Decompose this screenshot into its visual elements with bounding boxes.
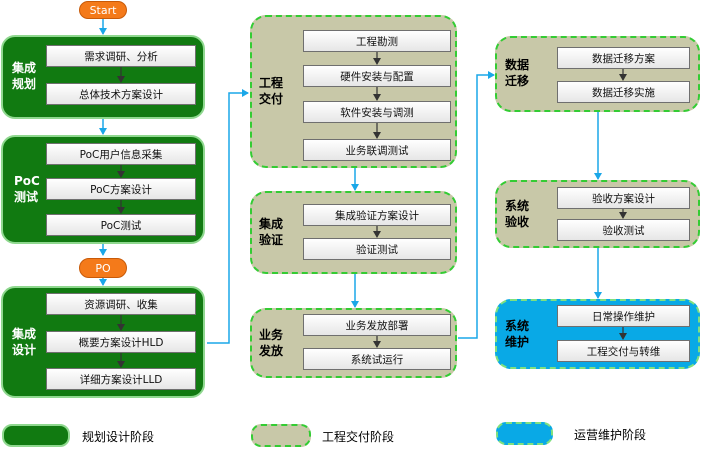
step-verify-plan-label: 集成验证方案设计 xyxy=(335,209,419,222)
step-site-survey-label: 工程勘测 xyxy=(356,35,398,48)
step-requirements-analysis-label: 需求调研、分析 xyxy=(84,50,158,63)
step-poc-test-label: PoC测试 xyxy=(100,219,142,232)
step-migration-exec: 数据迁移实施 xyxy=(557,81,690,103)
step-poc-design-label: PoC方案设计 xyxy=(90,183,152,196)
step-poc-user-info: PoC用户信息采集 xyxy=(46,143,196,165)
legend-label-delivery: 工程交付阶段 xyxy=(322,430,395,444)
step-handover: 工程交付与转维 xyxy=(557,340,690,362)
legend-label-planning: 规划设计阶段 xyxy=(82,430,155,444)
step-acceptance-plan: 验收方案设计 xyxy=(557,187,690,209)
step-resource-research-label: 资源调研、收集 xyxy=(84,298,158,311)
step-daily-ops-label: 日常操作维护 xyxy=(592,310,655,323)
step-trial-run-label: 系统试运行 xyxy=(350,353,404,366)
step-verify-plan: 集成验证方案设计 xyxy=(303,204,451,226)
po-node: PO xyxy=(79,258,127,278)
step-hardware-install: 硬件安装与配置 xyxy=(303,65,451,87)
step-software-install-label: 软件安装与调测 xyxy=(340,106,414,119)
step-hardware-install-label: 硬件安装与配置 xyxy=(340,70,414,83)
step-migration-plan-label: 数据迁移方案 xyxy=(592,52,655,65)
step-poc-user-info-label: PoC用户信息采集 xyxy=(79,148,163,161)
step-service-deploy: 业务发放部署 xyxy=(303,314,451,336)
start-node: Start xyxy=(79,1,127,19)
step-acceptance-plan-label: 验收方案设计 xyxy=(592,192,655,205)
step-requirements-analysis: 需求调研、分析 xyxy=(46,45,196,67)
step-verify-test-label: 验证测试 xyxy=(356,243,398,256)
step-lld-design-label: 详细方案设计LLD xyxy=(79,373,163,386)
step-migration-exec-label: 数据迁移实施 xyxy=(592,86,655,99)
step-lld-design: 详细方案设计LLD xyxy=(46,368,196,390)
step-joint-testing: 业务联调测试 xyxy=(303,139,451,161)
step-poc-test: PoC测试 xyxy=(46,214,196,236)
step-poc-design: PoC方案设计 xyxy=(46,178,196,200)
step-daily-ops: 日常操作维护 xyxy=(557,305,690,327)
phase-planning-label: 集成 规划 xyxy=(12,61,37,91)
phase-release-label: 业务 发放 xyxy=(259,328,284,358)
legend-swatch-delivery xyxy=(251,424,311,447)
phase-verify-label: 集成 验证 xyxy=(259,217,284,247)
step-hld-design-label: 概要方案设计HLD xyxy=(78,336,164,349)
legend-swatch-planning xyxy=(2,424,70,447)
step-acceptance-test: 验收测试 xyxy=(557,219,690,241)
step-service-deploy-label: 业务发放部署 xyxy=(345,319,409,332)
legend-swatch-operations xyxy=(496,422,553,445)
phase-delivery-label: 工程 交付 xyxy=(259,76,284,106)
phase-poc-label: PoC 测试 xyxy=(14,174,40,204)
phase-acceptance-label: 系统 验收 xyxy=(505,199,530,229)
step-joint-testing-label: 业务联调测试 xyxy=(345,144,409,157)
step-hld-design: 概要方案设计HLD xyxy=(46,331,196,353)
step-trial-run: 系统试运行 xyxy=(303,348,451,370)
legend-label-operations: 运营维护阶段 xyxy=(574,428,647,442)
step-overall-solution-design: 总体技术方案设计 xyxy=(46,83,196,105)
phase-maintenance-label: 系统 维护 xyxy=(505,319,530,349)
step-handover-label: 工程交付与转维 xyxy=(586,345,661,358)
connector-release-migration xyxy=(458,71,495,339)
step-resource-research: 资源调研、收集 xyxy=(46,293,196,315)
step-overall-solution-design-label: 总体技术方案设计 xyxy=(79,88,163,101)
phase-design-label: 集成 设计 xyxy=(12,327,37,357)
step-software-install: 软件安装与调测 xyxy=(303,101,451,123)
po-label: PO xyxy=(95,261,111,275)
step-site-survey: 工程勘测 xyxy=(303,30,451,52)
phase-migration-label: 数据 迁移 xyxy=(505,58,530,88)
step-verify-test: 验证测试 xyxy=(303,238,451,260)
step-migration-plan: 数据迁移方案 xyxy=(557,47,690,69)
step-acceptance-test-label: 验收测试 xyxy=(602,224,645,237)
start-label: Start xyxy=(89,3,117,17)
connector-design-delivery xyxy=(207,89,249,344)
